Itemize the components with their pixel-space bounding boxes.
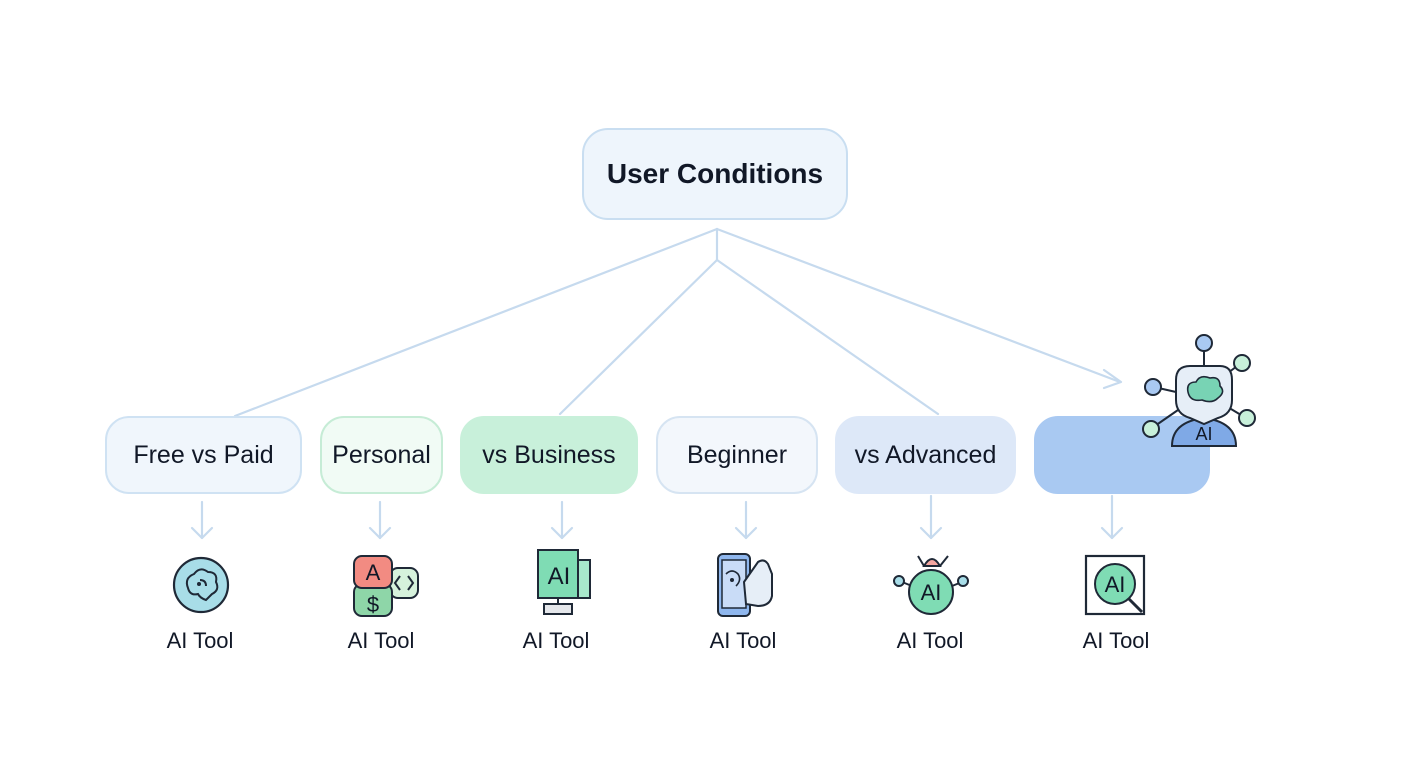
down-arrow-6 — [1100, 494, 1124, 540]
tool-label: AI Tool — [166, 628, 234, 653]
robot-ai-text: AI — [921, 580, 942, 605]
category-label: Free vs Paid — [133, 440, 274, 469]
chip-ai-text: AI — [548, 563, 571, 590]
category-label: Beginner — [686, 440, 788, 469]
search-ai-text: AI — [1105, 572, 1126, 597]
tool-label: AI Tool — [1082, 628, 1150, 653]
category-label: Personal — [332, 440, 431, 469]
ai-letter: A — [366, 560, 381, 585]
ai-network-head-icon: AI — [1142, 334, 1256, 447]
connector-to-free-vs-paid — [233, 227, 719, 418]
connector-to-network — [715, 227, 1122, 384]
network-icon-label: AI — [1195, 424, 1212, 444]
tool-label: AI Tool — [896, 628, 964, 653]
category-vs-advanced: vs Advanced — [835, 416, 1016, 494]
down-arrow-1 — [190, 500, 214, 540]
connector-to-business — [558, 258, 719, 416]
ai-chip-monitor-icon: AI — [537, 549, 591, 615]
down-arrow-4 — [734, 500, 758, 540]
category-vs-business: vs Business — [460, 416, 638, 494]
tool-label: AI Tool — [522, 628, 590, 653]
category-personal: Personal — [320, 416, 443, 494]
tool-label: AI Tool — [347, 628, 415, 653]
down-arrow-3 — [550, 500, 574, 540]
connector-to-advanced — [715, 258, 940, 416]
root-node: User Conditions — [582, 128, 848, 220]
down-arrow-2 — [368, 500, 392, 540]
category-beginner: Beginner — [656, 416, 818, 494]
brain-circle-icon — [172, 556, 230, 614]
root-label: User Conditions — [606, 158, 824, 189]
tool-label: AI Tool — [709, 628, 777, 653]
dollar-symbol: $ — [367, 592, 379, 617]
ai-dollar-code-icon: A $ — [353, 555, 419, 617]
down-arrow-5 — [919, 494, 943, 540]
arrowhead-network — [1102, 368, 1123, 390]
phone-hand-icon — [717, 553, 773, 617]
ai-robot-bulb-icon: AI — [893, 555, 969, 615]
category-free-vs-paid: Free vs Paid — [105, 416, 302, 494]
ai-search-icon: AI — [1084, 554, 1146, 616]
category-label: vs Business — [482, 440, 616, 469]
category-label: vs Advanced — [854, 440, 997, 469]
